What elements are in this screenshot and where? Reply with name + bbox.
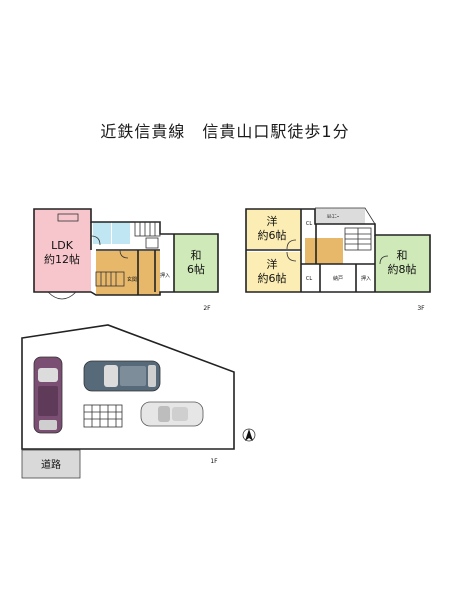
car-icon (140, 401, 204, 427)
road-label: 道路 (41, 458, 61, 471)
youshitsu-2-size: 約6帖 (258, 271, 287, 285)
floor-3f: 洋 約6帖 洋 約6帖 ﾙﾙｺﾆｰ CL CL 納戸 押入 和 約8帖 3F (245, 207, 431, 312)
cl-1-label: CL (306, 221, 312, 227)
balcony-area (315, 208, 365, 224)
room-washitsu-2f (174, 234, 218, 292)
door-icon (90, 235, 101, 246)
floor-2f: LDK 約12帖 和 6帖 玄関 押入 2F (33, 208, 219, 312)
ldk-size: 約12帖 (44, 252, 80, 266)
floor-1f-label: 1F (210, 458, 218, 465)
washitsu-2f-size: 6帖 (187, 263, 205, 276)
car-icon (33, 356, 63, 434)
room-washitsu-3f (375, 235, 430, 292)
nando-label: 納戸 (333, 275, 343, 282)
hall-3f (305, 238, 343, 264)
room-youshitsu-1 (246, 209, 301, 249)
stairs-icon (344, 227, 372, 251)
floor-1f: 道路 1F (21, 324, 256, 479)
cl-2-label: CL (306, 276, 312, 282)
genkan-label: 玄関 (127, 276, 137, 283)
youshitsu-1-size: 約6帖 (258, 228, 287, 242)
ldk-label: LDK (51, 239, 74, 252)
bath-area (112, 222, 130, 244)
washitsu-2f-label: 和 (191, 249, 202, 262)
stairs-icon (95, 221, 161, 287)
floor-2f-label: 2F (203, 305, 211, 312)
youshitsu-1-label: 洋 (267, 214, 278, 228)
page-title: 近鉄信貴線 信貴山口駅徒歩1分 (100, 122, 350, 141)
car-icon (83, 360, 161, 392)
balcony-label: ﾙﾙｺﾆｰ (327, 214, 340, 220)
floor-3f-label: 3F (417, 305, 425, 312)
room-ldk (34, 209, 91, 292)
oshiire-3f-label: 押入 (361, 275, 371, 282)
washitsu-3f-size: 約8帖 (388, 262, 417, 276)
road-area (21, 449, 81, 479)
compass-icon (242, 428, 256, 442)
kitchen-area (93, 222, 111, 244)
stairs-icon (83, 404, 123, 428)
youshitsu-2-label: 洋 (267, 257, 278, 271)
washitsu-3f-label: 和 (397, 249, 408, 262)
oshiire-2f-label: 押入 (160, 272, 170, 279)
room-youshitsu-2 (246, 252, 301, 292)
